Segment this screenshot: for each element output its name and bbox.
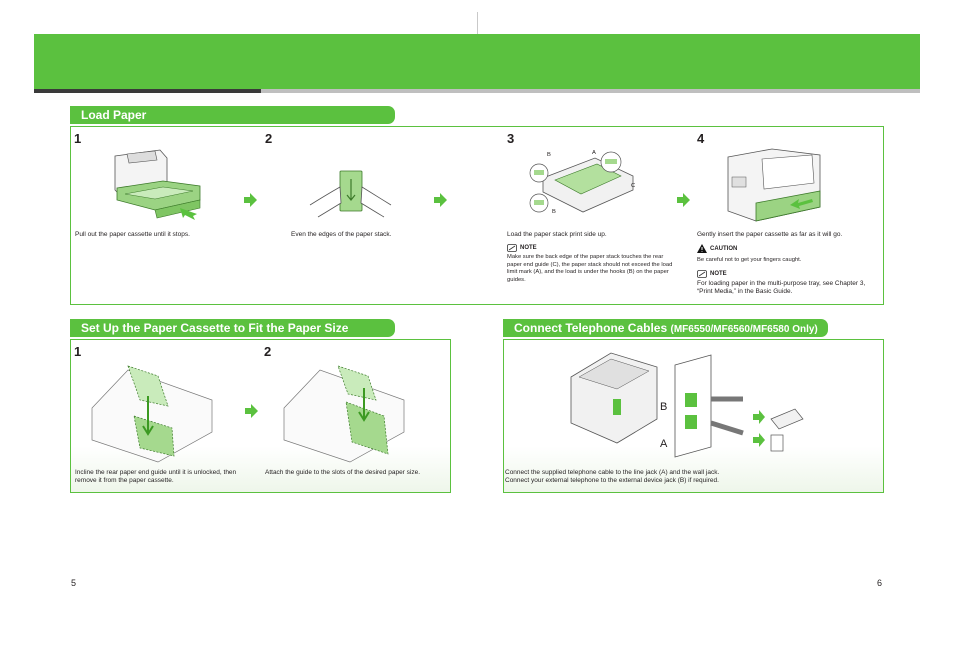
paper-load-diagram [529, 151, 634, 213]
step-4-caution-text: Be careful not to get your fingers caugh… [697, 257, 802, 263]
load-paper-heading: Load Paper [70, 106, 395, 124]
telephone-caption-line-1: Connect the supplied telephone cable to … [505, 469, 720, 476]
guide-removal-illustration [91, 365, 213, 463]
caution-icon [697, 244, 707, 253]
step-4-caution-heading: CAUTION [697, 244, 737, 253]
cassette-pullout-illustration [114, 149, 201, 220]
load-step-4-number: 4 [697, 131, 705, 146]
step-4-note-label: NOTE [710, 271, 727, 277]
cassette-step-2-number: 2 [264, 344, 272, 359]
load-paper-title: Load Paper [81, 108, 147, 122]
load-step-1-number: 1 [74, 131, 82, 146]
load-step-2-caption: Even the edges of the paper stack. [291, 231, 392, 238]
step-3-note-label: NOTE [520, 245, 537, 251]
telephone-caption-line-2: Connect your external telephone to the e… [505, 477, 719, 484]
step-4-note-text: For loading paper in the multi-purpose t… [697, 280, 866, 295]
note-icon [697, 270, 707, 278]
telephone-connection-diagram [570, 352, 804, 458]
page-number-right: 6 [877, 578, 883, 588]
telephone-title: Connect Telephone Cables [514, 321, 668, 335]
step-3-note-heading: NOTE [507, 244, 537, 252]
step-3-note-text: Make sure the back edge of the paper sta… [507, 254, 673, 283]
callout-c: C [631, 183, 636, 189]
top-divider [477, 12, 478, 34]
step-arrow-icon [434, 193, 447, 207]
header-underbar-dark [34, 89, 261, 93]
cassette-title: Set Up the Paper Cassette to Fit the Pap… [81, 321, 349, 335]
step-arrow-icon [244, 193, 257, 207]
step-4-caution-label: CAUTION [710, 245, 738, 252]
callout-jack-a: A [660, 438, 668, 450]
load-step-4-caption: Gently insert the paper cassette as far … [697, 231, 843, 238]
step-arrow-icon [245, 404, 258, 418]
cassette-heading: Set Up the Paper Cassette to Fit the Pap… [70, 319, 395, 337]
paper-stack-hands-illustration [309, 170, 392, 218]
step-4-note-heading: NOTE [697, 270, 727, 278]
header-banner [34, 34, 920, 89]
page-number-left: 5 [71, 578, 77, 588]
telephone-title-models: (MF6550/MF6560/MF6580 Only) [670, 324, 818, 335]
callout-a: A [592, 150, 596, 156]
telephone-heading: Connect Telephone Cables (MF6550/MF6560/… [503, 319, 828, 337]
note-icon [507, 244, 517, 252]
callout-jack-b: B [660, 401, 668, 413]
callout-b-upper: B [547, 152, 551, 158]
cassette-step-2-caption: Attach the guide to the slots of the des… [265, 469, 421, 476]
cassette-step-1-number: 1 [74, 344, 82, 359]
load-step-1-caption: Pull out the paper cassette until it sto… [75, 231, 190, 238]
load-step-2-number: 2 [265, 131, 273, 146]
load-step-3-number: 3 [507, 131, 515, 146]
cassette-step-1-caption: Incline the rear paper end guide until i… [75, 469, 237, 484]
step-arrow-icon [677, 193, 690, 207]
load-step-3-caption: Load the paper stack print side up. [507, 231, 607, 238]
callout-b-lower: B [552, 209, 556, 215]
guide-attach-illustration [283, 365, 405, 463]
cassette-insert-illustration [727, 148, 821, 222]
header-underbar-light [261, 89, 920, 93]
